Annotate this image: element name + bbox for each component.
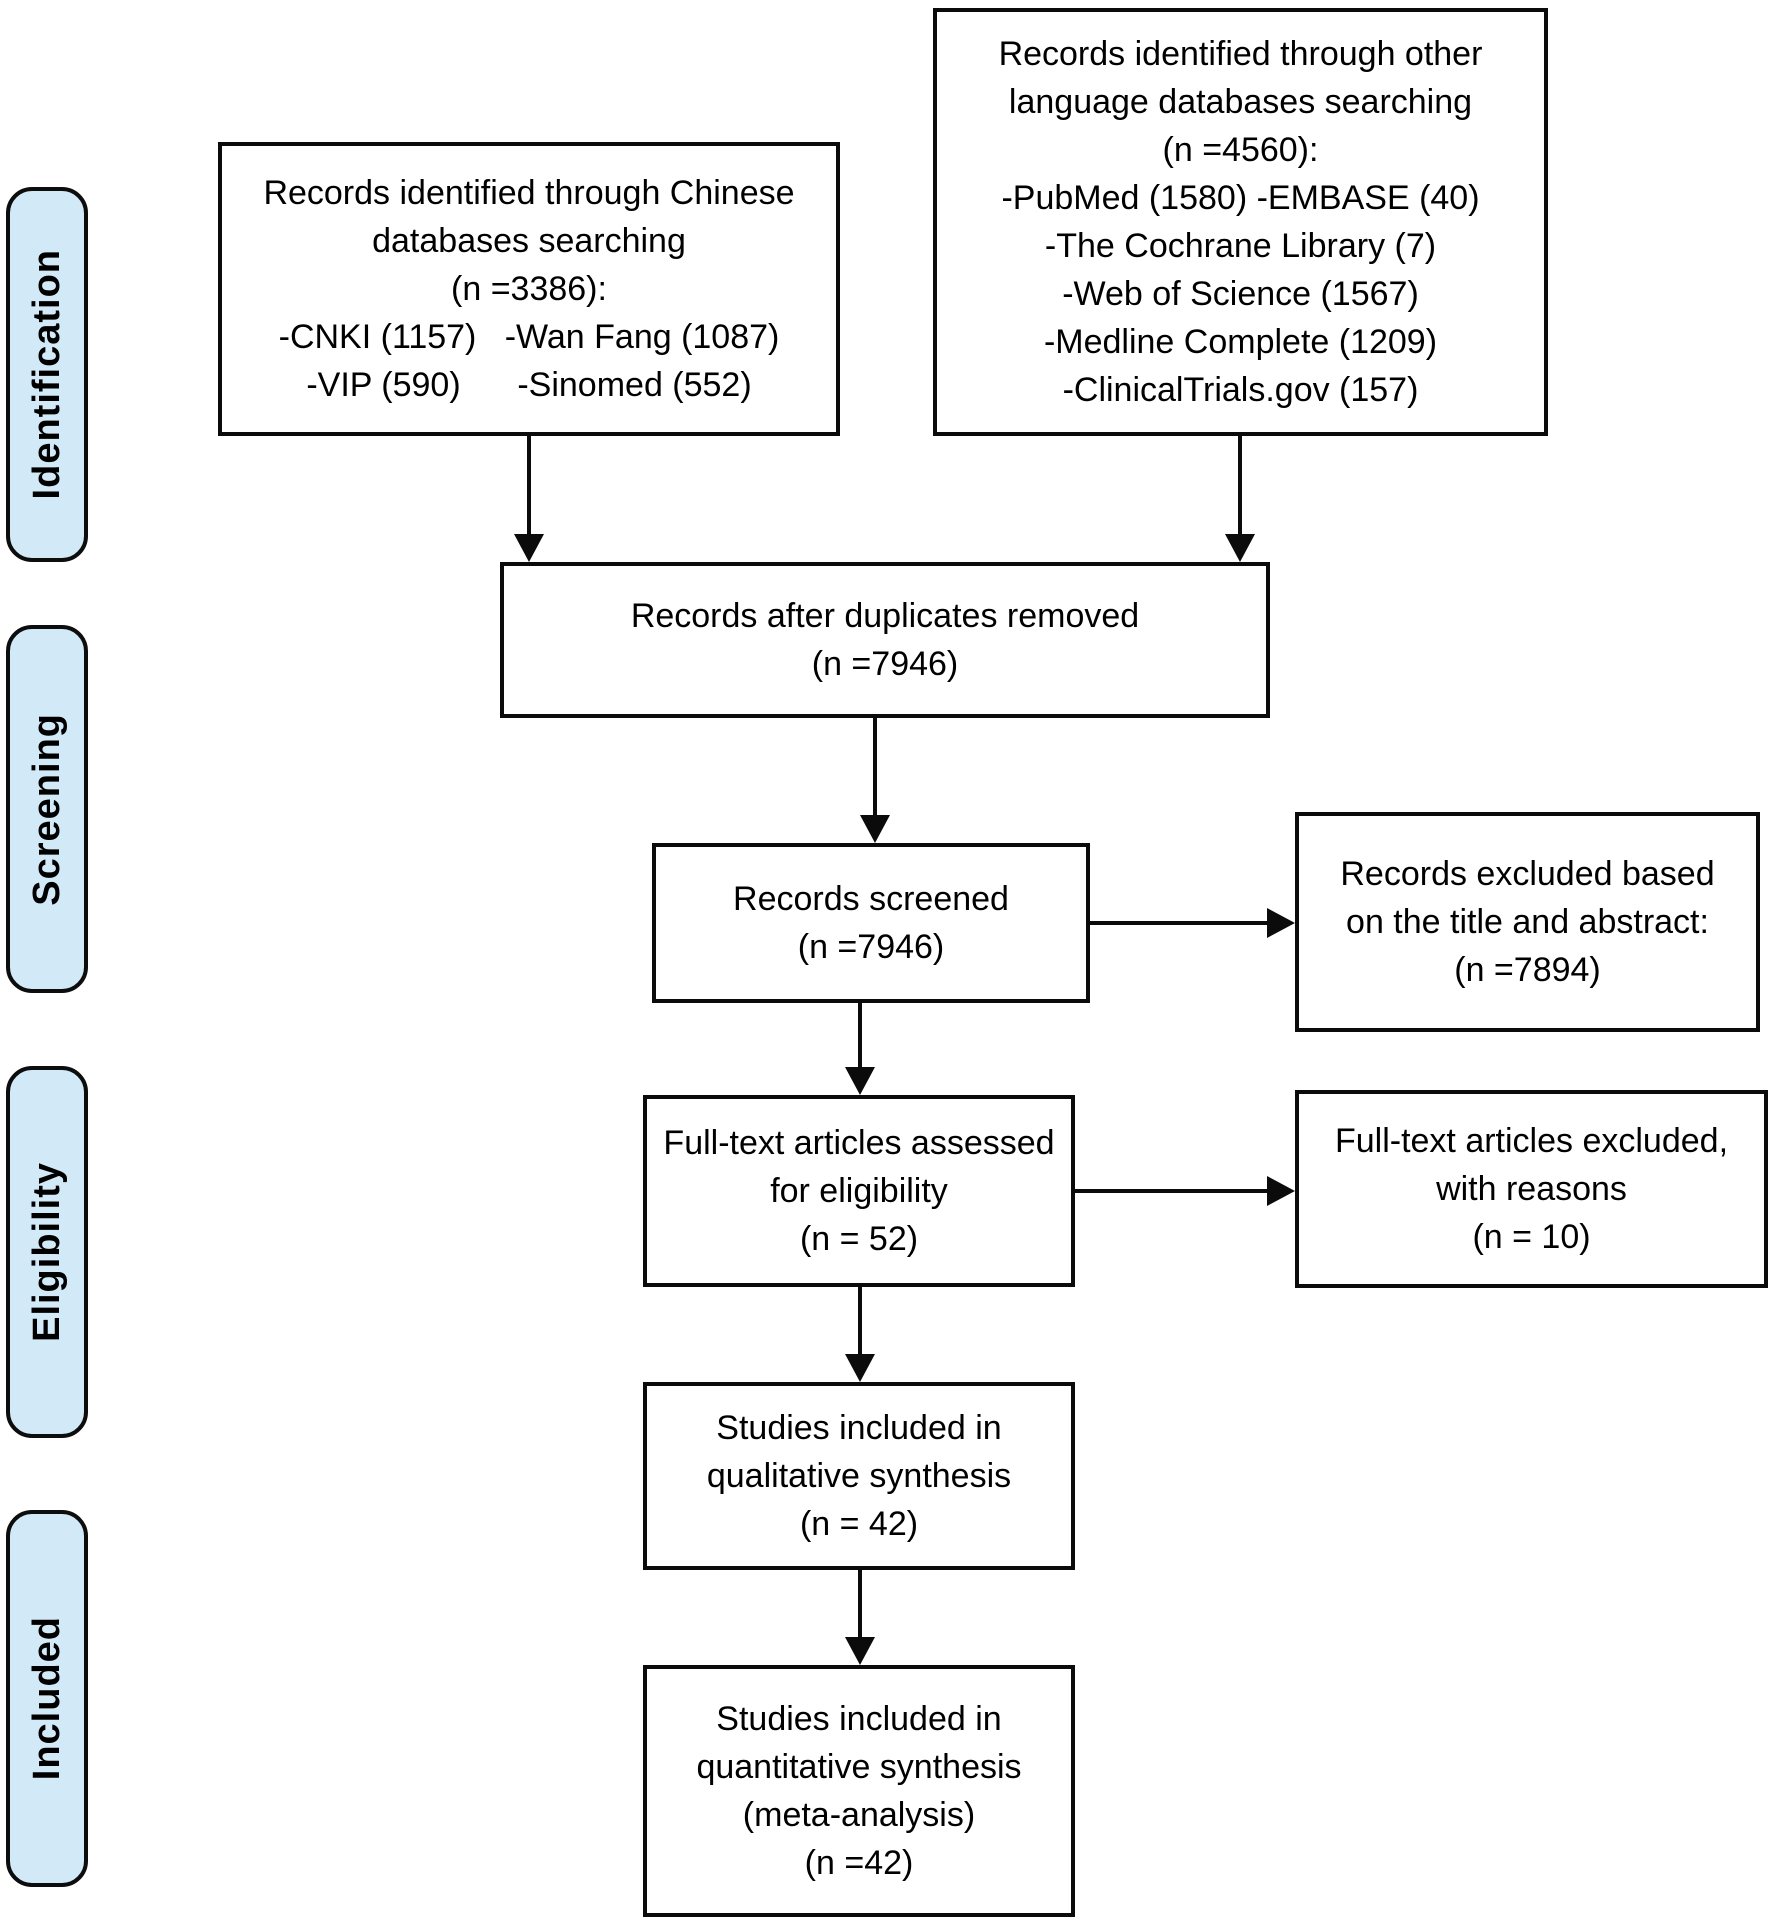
box-line: qualitative synthesis: [706, 1457, 1012, 1495]
down-arrow-otherlang-to-duplicates: [1238, 436, 1242, 534]
down-arrow-chinese-to-duplicates: [527, 436, 531, 534]
box-line: -PubMed (1580) -EMBASE (40): [1001, 179, 1480, 217]
down-arrow-duplicates-to-screened: [873, 718, 877, 815]
stage-included: Included: [6, 1510, 88, 1887]
box-line: Full-text articles excluded,: [1334, 1122, 1729, 1160]
box-line: (n = 10): [1472, 1218, 1591, 1256]
box-line: Studies included in: [716, 1409, 1002, 1447]
box-fulltext-assessed: Full-text articles assessed for eligibil…: [643, 1095, 1075, 1287]
box-line: Records identified through other: [998, 35, 1483, 73]
box-line: (meta-analysis): [742, 1796, 976, 1834]
box-records-excluded-title-abstract: Records excluded based on the title and …: [1295, 812, 1760, 1032]
box-line: -The Cochrane Library (7): [1044, 227, 1437, 265]
box-line: (n =4560):: [1162, 131, 1319, 169]
box-line: (n =42): [804, 1844, 914, 1882]
stage-included-label: Included: [25, 1616, 68, 1781]
right-arrow-screened-to-excluded: [1090, 921, 1267, 925]
box-line: Records after duplicates removed: [630, 597, 1140, 635]
box-line: (n = 52): [799, 1220, 919, 1258]
box-line: with reasons: [1436, 1170, 1627, 1208]
box-records-other-language-databases: Records identified through other languag…: [933, 8, 1548, 436]
box-line: Studies included in: [716, 1700, 1002, 1738]
box-duplicates-removed: Records after duplicates removed (n =794…: [500, 562, 1270, 718]
box-line: -CNKI (1157) -Wan Fang (1087): [278, 318, 780, 356]
box-line: on the title and abstract:: [1346, 903, 1709, 941]
stage-eligibility-label: Eligibility: [25, 1162, 68, 1342]
box-line: databases searching: [372, 222, 686, 260]
box-records-screened: Records screened (n =7946): [652, 843, 1090, 1003]
box-line: -Web of Science (1567): [1062, 275, 1419, 313]
box-qualitative-synthesis: Studies included in qualitative synthesi…: [643, 1382, 1075, 1570]
box-line: (n = 42): [799, 1505, 919, 1543]
stage-screening: Screening: [6, 625, 88, 993]
stage-screening-label: Screening: [25, 712, 68, 906]
box-line: Records identified through Chinese: [263, 174, 795, 212]
box-line: language databases searching: [1008, 83, 1473, 121]
box-line: -ClinicalTrials.gov (157): [1062, 371, 1419, 409]
down-arrow-fulltext-to-qualitative: [858, 1287, 862, 1354]
box-line: (n =7894): [1454, 951, 1601, 989]
box-line: Records excluded based: [1340, 855, 1715, 893]
box-line: (n =3386):: [451, 270, 607, 308]
box-quantitative-synthesis: Studies included in quantitative synthes…: [643, 1665, 1075, 1917]
box-line: Records screened: [733, 880, 1009, 918]
box-line: (n =7946): [811, 645, 959, 683]
box-line: for eligibility: [770, 1172, 948, 1210]
down-arrow-qualitative-to-quantitative: [858, 1570, 862, 1637]
down-arrow-screened-to-fulltext: [858, 1003, 862, 1067]
box-line: (n =7946): [797, 928, 945, 966]
box-line: Full-text articles assessed: [663, 1124, 1055, 1162]
box-line: quantitative synthesis: [696, 1748, 1022, 1786]
box-line: -VIP (590) -Sinomed (552): [306, 366, 752, 404]
box-fulltext-excluded: Full-text articles excluded, with reason…: [1295, 1090, 1768, 1288]
right-arrow-fulltext-to-excluded: [1075, 1189, 1267, 1193]
stage-identification: Identification: [6, 187, 88, 562]
box-records-chinese-databases: Records identified through Chinese datab…: [218, 142, 840, 436]
stage-identification-label: Identification: [25, 249, 68, 500]
stage-eligibility: Eligibility: [6, 1066, 88, 1438]
box-line: -Medline Complete (1209): [1043, 323, 1438, 361]
